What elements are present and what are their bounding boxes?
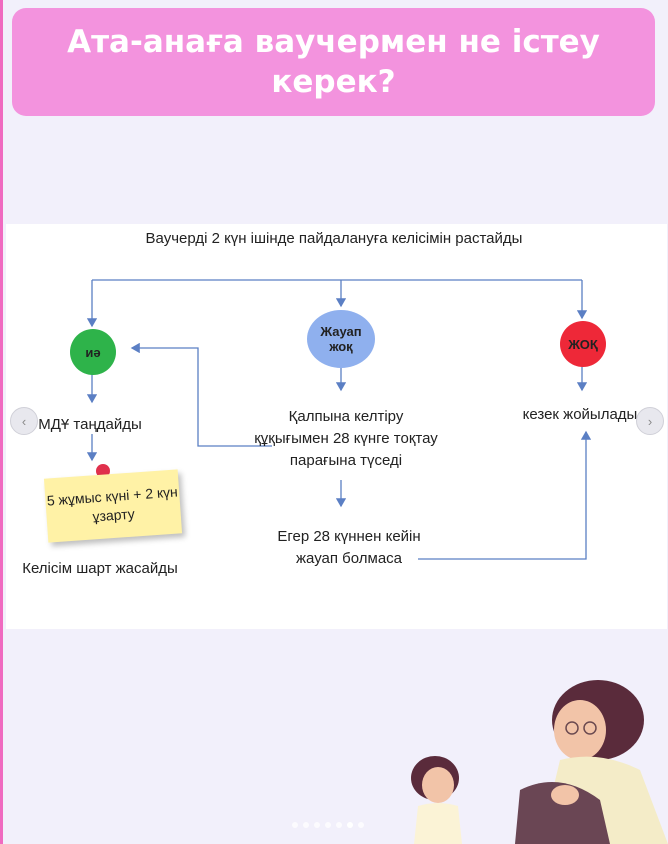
connectors [86,279,592,560]
yes-node: иә [70,329,116,375]
child-shirt [414,803,462,844]
carousel-dot[interactable] [303,822,309,828]
previous-slide-button[interactable]: ‹ [10,407,38,435]
page-title: Ата-анаға ваучермен не істеу керек? [67,24,600,100]
left-accent-bar [0,0,3,844]
mother-hand [551,785,579,805]
carousel-dot[interactable] [358,822,364,828]
glasses-icon [565,721,579,735]
no-answer-node: Жауап жоқ [307,310,375,368]
no-node: ЖОҚ [560,321,606,367]
mother-legs [515,782,610,844]
arrow-condition-to-cancel [418,430,592,560]
middle-step: Қалпына келтіру құқығымен 28 күнге тоқта… [254,408,438,469]
top-text: Ваучерді 2 күн ішінде пайдалануға келісі… [145,230,523,247]
carousel-dot[interactable] [314,822,320,828]
next-slide-button[interactable]: › [636,407,664,435]
left-final: Келісім шарт жасайды [22,560,178,577]
carousel-dot[interactable] [325,822,331,828]
mother-face [554,700,606,760]
carousel-dot[interactable] [336,822,342,828]
child-face [422,767,454,803]
carousel-dots [292,822,364,828]
carousel-dot-active[interactable] [347,822,353,828]
carousel-dot[interactable] [292,822,298,828]
arrow-back-to-yes [130,342,272,447]
flowchart-card: Ваучерді 2 күн ішінде пайдалануға келісі… [6,224,667,629]
middle-final: Егер 28 күннен кейін жауап болмаса [277,528,421,567]
right-step: кезек жойылады [522,406,638,423]
title-banner: Ата-анаға ваучермен не істеу керек? [12,8,655,116]
left-step: МДҰ таңдайды [38,416,142,433]
